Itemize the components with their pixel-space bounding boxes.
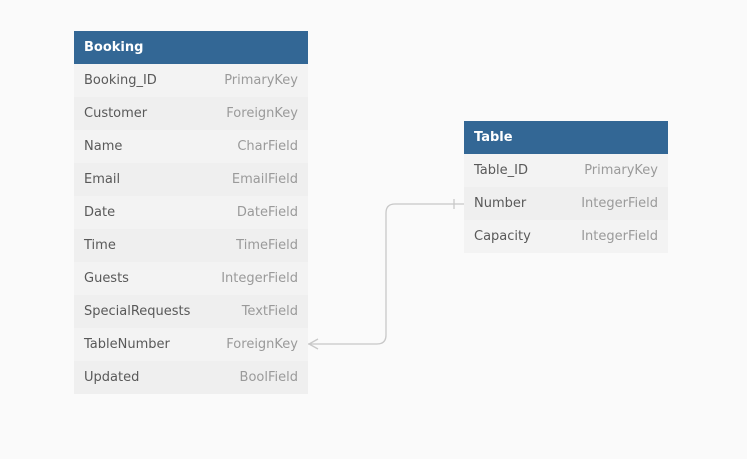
booking-field-row[interactable]: Updated BoolField [74,361,308,394]
booking-field-row[interactable]: Booking_ID PrimaryKey [74,64,308,97]
field-type: TimeField [236,238,298,253]
field-type: CharField [237,139,298,154]
field-name: SpecialRequests [84,304,191,319]
table-field-row[interactable]: Number IntegerField [464,187,668,220]
field-name: Date [84,205,116,220]
table-entity[interactable]: Table Table_ID PrimaryKey Number Integer… [464,121,668,253]
field-name: Number [474,196,527,211]
field-type: DateField [236,205,298,220]
field-name: Customer [84,106,148,121]
booking-field-row[interactable]: Date DateField [74,196,308,229]
field-type: PrimaryKey [584,163,658,178]
booking-field-list: Booking_ID PrimaryKey Customer ForeignKe… [74,64,308,394]
table-field-row[interactable]: Table_ID PrimaryKey [464,154,668,187]
field-type: ForeignKey [226,106,298,121]
field-type: IntegerField [221,271,298,286]
field-name: Time [84,238,116,253]
crows-foot-many-end [307,338,319,350]
table-field-list: Table_ID PrimaryKey Number IntegerField … [464,154,668,253]
field-name: Updated [84,370,140,385]
field-type: EmailField [231,172,298,187]
table-field-row[interactable]: Capacity IntegerField [464,220,668,253]
field-name: Name [84,139,123,154]
booking-field-row[interactable]: Email EmailField [74,163,308,196]
booking-field-row[interactable]: SpecialRequests TextField [74,295,308,328]
booking-entity-title[interactable]: Booking [74,31,308,64]
booking-field-row[interactable]: Name CharField [74,130,308,163]
booking-entity[interactable]: Booking Booking_ID PrimaryKey Customer F… [74,31,308,394]
booking-field-row[interactable]: Time TimeField [74,229,308,262]
booking-field-row[interactable]: Customer ForeignKey [74,97,308,130]
field-name: Capacity [474,229,531,244]
field-type: TextField [241,304,298,319]
field-type: BoolField [239,370,298,385]
field-name: Guests [84,271,129,286]
field-name: Booking_ID [84,73,157,88]
field-type: PrimaryKey [224,73,298,88]
field-type: IntegerField [581,229,658,244]
field-name: Email [84,172,121,187]
field-name: Table_ID [474,163,528,178]
field-name: TableNumber [84,337,170,352]
field-type: IntegerField [581,196,658,211]
connector-line [308,203,464,345]
field-type: ForeignKey [226,337,298,352]
booking-field-row[interactable]: Guests IntegerField [74,262,308,295]
booking-field-row[interactable]: TableNumber ForeignKey [74,328,308,361]
table-entity-title[interactable]: Table [464,121,668,154]
